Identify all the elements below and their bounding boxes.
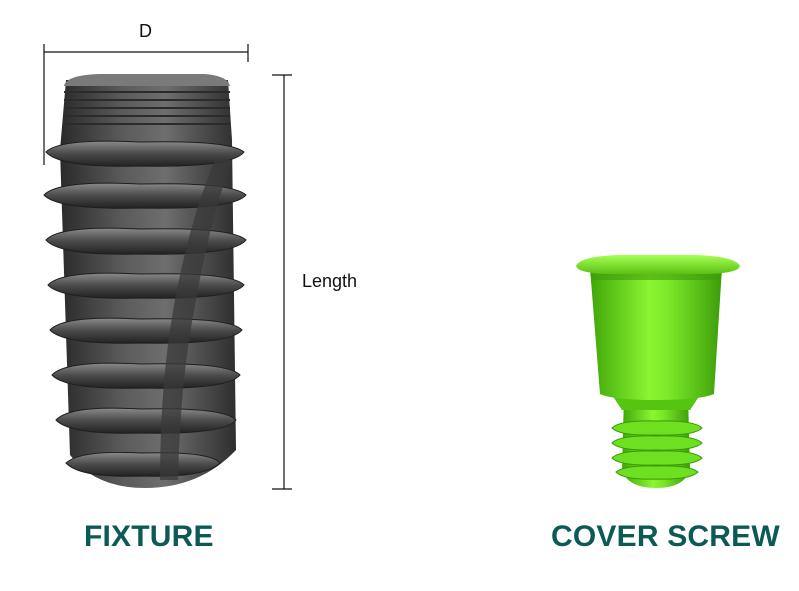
cover-screw-cap [576, 255, 740, 274]
fixture-collar-top [64, 74, 230, 86]
cover-screw-body [590, 268, 722, 400]
cover-screw-threads [611, 420, 703, 480]
cover-screw-cap-shadow [590, 274, 722, 280]
fixture-implant [43, 74, 247, 488]
diameter-label: D [139, 21, 152, 41]
cover-screw [576, 255, 740, 488]
fixture-cutting-flute [160, 160, 232, 480]
diameter-dimension [43, 44, 249, 165]
fixture-collar-rings [64, 91, 230, 125]
fixture-caption: FIXTURE [84, 520, 214, 553]
cover-screw-caption: COVER SCREW [551, 520, 780, 553]
length-dimension [272, 74, 292, 490]
fixture-threads [43, 140, 247, 477]
length-label: Length [302, 271, 358, 291]
